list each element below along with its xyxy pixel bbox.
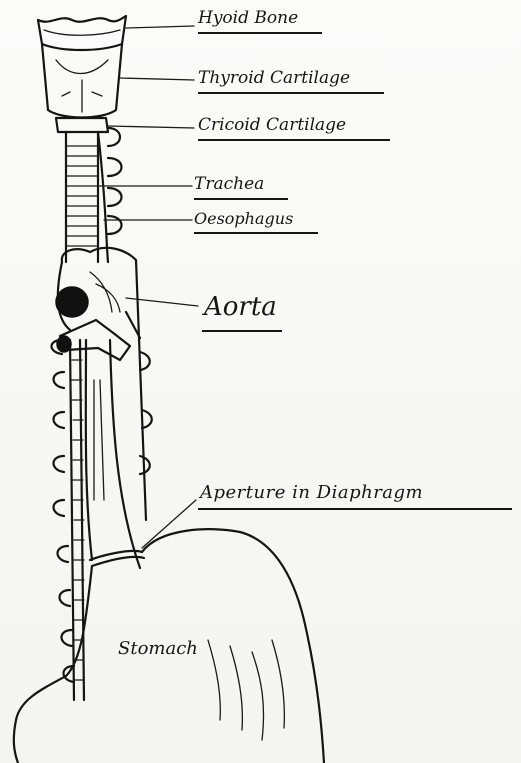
aorta-underline <box>202 330 282 332</box>
trachea-label: Trachea <box>194 176 264 193</box>
cricoid-cartilage-shape <box>56 118 108 132</box>
thyroid-cartilage-underline <box>198 92 384 94</box>
cricoid-cartilage-leader <box>108 126 194 128</box>
trachea-underline <box>194 198 288 200</box>
aperture-in-diaphragm-label: Aperture in Diaphragm <box>200 484 423 502</box>
thyroid-cartilage-shape <box>42 44 122 118</box>
hyoid-bone-label: Hyoid Bone <box>198 10 298 27</box>
oesophagus-underline <box>194 232 318 234</box>
cricoid-cartilage-label: Cricoid Cartilage <box>198 117 346 134</box>
cricoid-cartilage-underline <box>198 139 390 141</box>
stomach-label: Stomach <box>118 640 198 658</box>
thyroid-cartilage-label: Thyroid Cartilage <box>198 70 350 87</box>
hyoid-bone-shape <box>38 16 126 50</box>
oesophagus-shape <box>86 132 140 568</box>
aorta-label: Aorta <box>204 294 277 320</box>
aperture-leader <box>142 500 196 548</box>
thyroid-cartilage-leader <box>120 78 194 80</box>
oesophagus-label: Oesophagus <box>194 211 293 227</box>
bronchus-opening <box>57 336 71 352</box>
aorta-opening <box>56 287 88 317</box>
trachea-shape <box>66 132 98 262</box>
aperture-in-diaphragm-underline <box>198 508 512 510</box>
hyoid-bone-underline <box>198 32 322 34</box>
hyoid-bone-leader <box>126 26 194 28</box>
